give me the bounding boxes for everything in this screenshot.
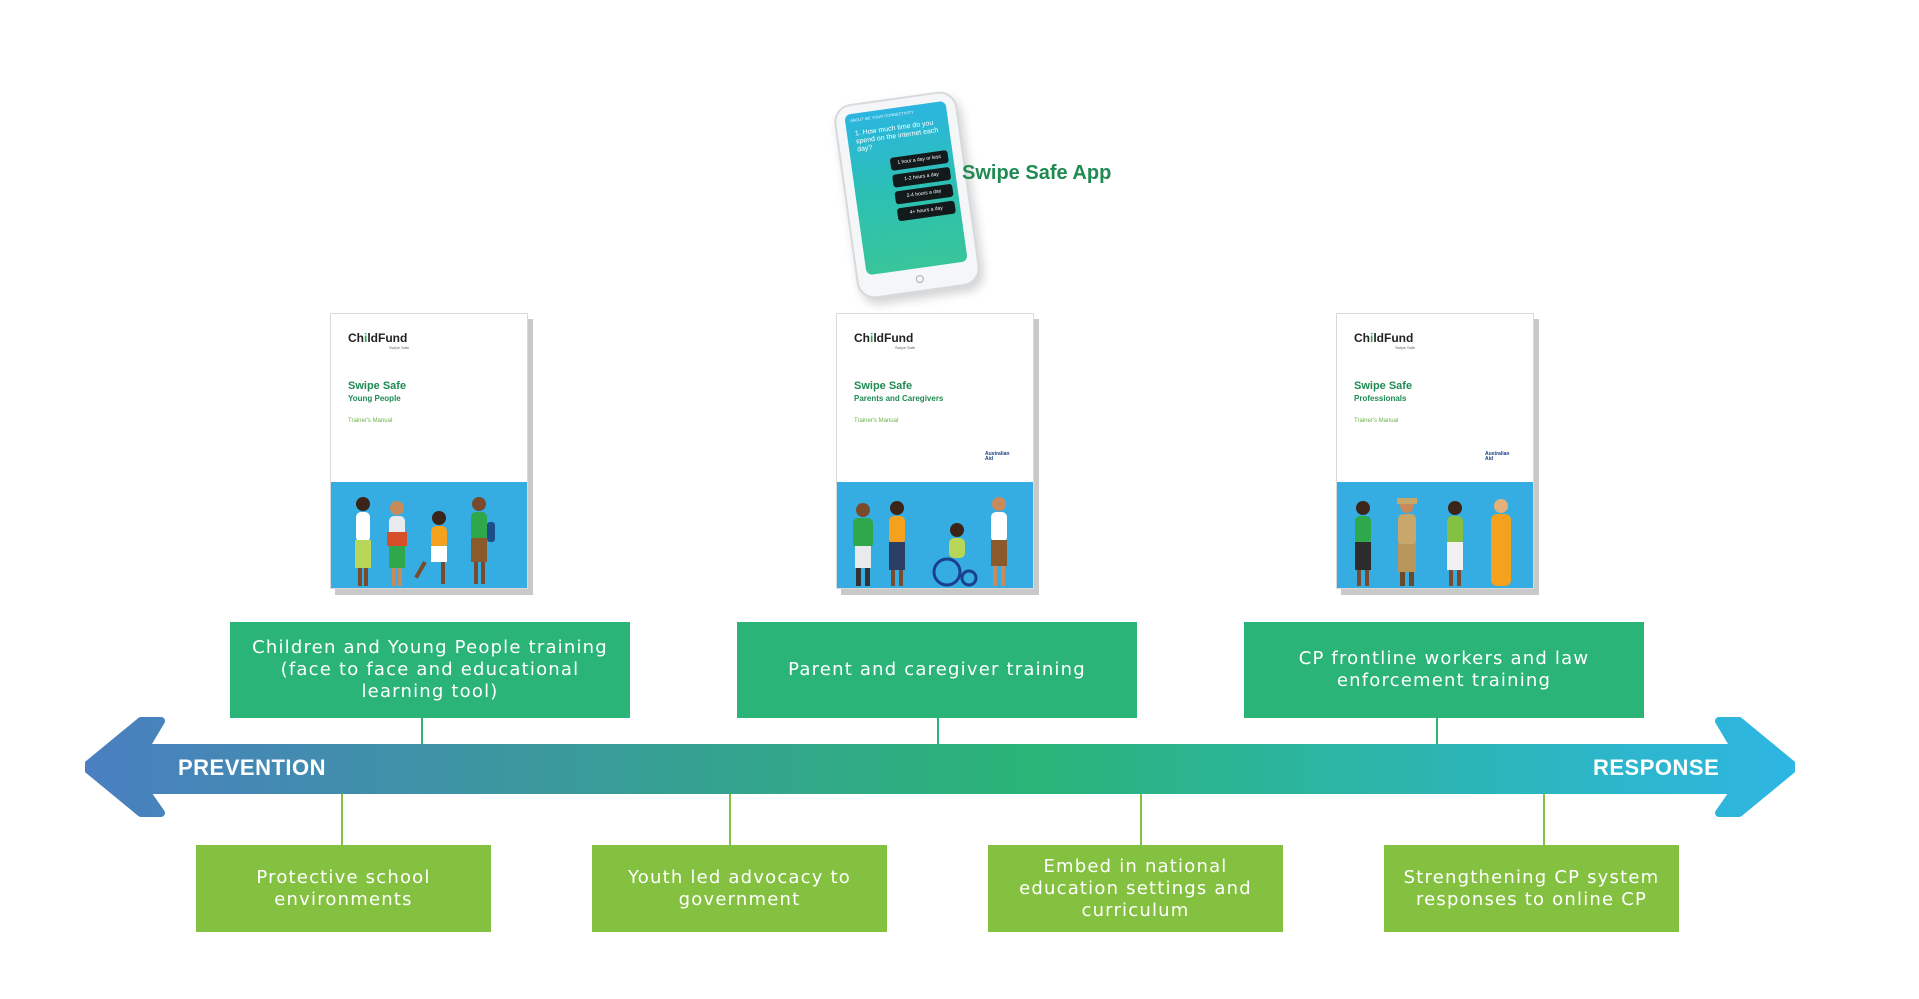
- phone-option-4[interactable]: 4+ hours a day: [896, 200, 957, 222]
- cover-manual-type: Trainer's Manual: [1354, 418, 1399, 424]
- cover-title: Swipe Safe: [1354, 380, 1413, 392]
- cover-logo-sub: Swipe Safe: [895, 345, 916, 350]
- phone-screen: ABOUT ME YOUR CONNECTIVITY 1. How much t…: [844, 100, 968, 276]
- childfund-logo: ChildFund: [1354, 331, 1414, 345]
- training-box-young-people: Children and Young People training (face…: [230, 622, 630, 718]
- action-box-education: Embed in national education settings and…: [988, 845, 1283, 932]
- cover-logo-sub: Swipe Safe: [1395, 345, 1416, 350]
- app-title: Swipe Safe App: [962, 162, 1112, 184]
- connector-line: [1140, 790, 1142, 845]
- childfund-logo: ChildFund: [854, 331, 914, 345]
- cover-audience: Parents and Caregivers: [854, 394, 944, 403]
- young-people-illustration: [331, 482, 527, 588]
- action-box-cp-system: Strengthening CP system responses to onl…: [1384, 845, 1679, 932]
- australian-aid-logo: Australian Aid: [1485, 451, 1510, 462]
- training-label: Children and Young People training (face…: [252, 637, 608, 702]
- action-box-advocacy: Youth led advocacy to government: [592, 845, 887, 932]
- action-label: Youth led advocacy to government: [627, 866, 852, 910]
- training-label: Parent and caregiver training: [788, 659, 1086, 680]
- connector-line: [341, 790, 343, 845]
- connector-line: [937, 718, 939, 748]
- cover-manual-type: Trainer's Manual: [348, 418, 393, 424]
- training-box-professionals: CP frontline workers and law enforcement…: [1244, 622, 1644, 718]
- home-button-icon: [915, 274, 925, 284]
- professionals-illustration: [1337, 482, 1533, 588]
- action-label: Embed in national education settings and…: [1019, 855, 1252, 921]
- connector-line: [421, 718, 423, 748]
- connector-line: [1436, 718, 1438, 748]
- axis-label-response: RESPONSE: [1593, 755, 1720, 780]
- cover-title: Swipe Safe: [348, 380, 407, 392]
- training-box-parents: Parent and caregiver training: [737, 622, 1137, 718]
- axis-label-prevention: PREVENTION: [178, 755, 327, 780]
- cover-manual-type: Trainer's Manual: [854, 418, 899, 424]
- swipe-safe-phone: ABOUT ME YOUR CONNECTIVITY 1. How much t…: [831, 89, 983, 301]
- manual-cover-young-people: ChildFund Swipe Safe Swipe Safe Young Pe…: [330, 313, 528, 589]
- australian-aid-logo: Australian Aid: [985, 451, 1010, 462]
- cover-audience: Professionals: [1354, 394, 1407, 403]
- connector-line: [1543, 790, 1545, 845]
- training-label: CP frontline workers and law enforcement…: [1298, 648, 1590, 691]
- manual-cover-professionals: ChildFund Swipe Safe Swipe Safe Professi…: [1336, 313, 1534, 589]
- action-label: Strengthening CP system responses to onl…: [1403, 866, 1660, 910]
- prevention-response-arrow: [85, 717, 1795, 817]
- cover-audience: Young People: [348, 394, 401, 403]
- connector-line: [729, 790, 731, 845]
- action-label: Protective school environments: [256, 866, 431, 910]
- cover-logo-sub: Swipe Safe: [389, 345, 410, 350]
- action-box-school: Protective school environments: [196, 845, 491, 932]
- cover-title: Swipe Safe: [854, 380, 913, 392]
- manual-cover-parents: ChildFund Swipe Safe Swipe Safe Parents …: [836, 313, 1034, 589]
- parents-illustration: [837, 482, 1033, 588]
- childfund-logo: ChildFund: [348, 331, 408, 345]
